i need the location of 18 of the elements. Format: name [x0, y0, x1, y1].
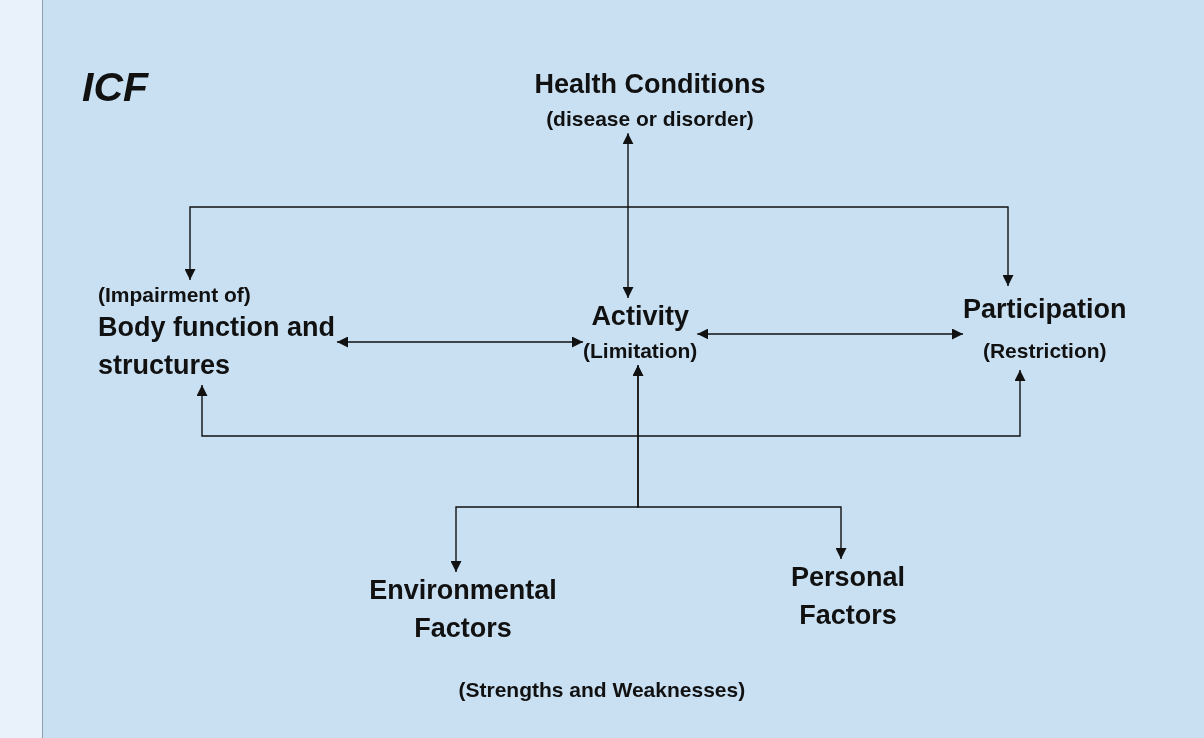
- note-text: (Strengths and Weaknesses): [458, 678, 746, 702]
- node-subtitle: (Restriction): [981, 338, 1108, 365]
- arrow: [696, 328, 964, 340]
- node-heading: Personal Factors: [789, 561, 907, 632]
- node-heading: Participation: [963, 293, 1127, 326]
- arrow: [622, 132, 634, 299]
- diagram-title: ICF: [82, 64, 149, 111]
- arrow: [336, 336, 584, 348]
- node-subtitle: (disease or disorder): [545, 105, 755, 132]
- arrow: [184, 206, 1014, 287]
- node-subtitle: (Impairment of): [98, 282, 252, 308]
- node-heading: Body function and structures: [98, 311, 336, 383]
- node-heading: Environmental Factors: [368, 574, 558, 645]
- node-heading: Activity: [590, 300, 690, 333]
- node-heading: Health Conditions: [534, 68, 766, 101]
- arrow: [196, 369, 1026, 437]
- arrow: [632, 364, 847, 560]
- node-subtitle: (Limitation): [583, 337, 698, 364]
